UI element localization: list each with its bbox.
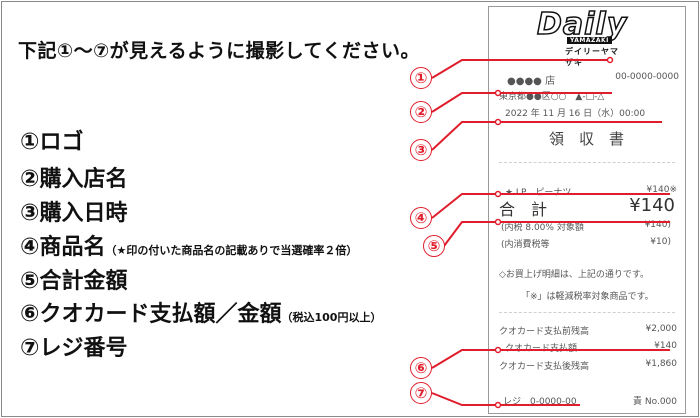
- store-name: ●●●● 店: [507, 76, 556, 87]
- register-number: レジ 0-0000-00: [503, 397, 577, 407]
- item-product-name: ④商品名（★印の付いた商品名の記載ありで当選確率２倍）: [20, 229, 357, 261]
- item-label: 商品名: [39, 235, 106, 260]
- store-logo: Daily YAMAZAKI デイリーヤマザキ: [536, 6, 627, 67]
- callout-badge-5: ⑤: [423, 235, 445, 257]
- item-label: ロゴ: [39, 130, 84, 155]
- tax-target-label: (内税 8.00% 対象額: [501, 223, 584, 233]
- divider: [499, 312, 675, 313]
- item-quocard-payment: ⑥クオカード支払額／金額（税込100円以上）: [20, 296, 381, 328]
- item-total: ⑤合計金額: [20, 263, 128, 295]
- total-value: ¥140: [629, 195, 675, 216]
- tax-target-value: ¥140): [644, 220, 671, 230]
- consumption-tax-label: (内消費税等: [501, 240, 550, 250]
- quocard-paid-label: クオカード支払額: [505, 344, 578, 354]
- item-number: ⑦: [20, 335, 40, 361]
- responsible-number: 責 No.000: [633, 397, 677, 407]
- receipt-title: 領 収 書: [549, 130, 625, 148]
- callout-badge-4: ④: [410, 207, 432, 229]
- quocard-after-value: ¥1,860: [645, 359, 678, 369]
- item-number: ②: [20, 166, 40, 192]
- callout-badge-3: ③: [410, 139, 432, 161]
- callout-badge-2: ②: [410, 101, 432, 123]
- item-number: ⑤: [20, 268, 40, 294]
- store-phone: 00-0000-0000: [615, 72, 679, 82]
- purchase-datetime: 2022 年 11 月 16 日（水）00:00: [505, 109, 646, 119]
- item-number: ④: [20, 234, 40, 260]
- callout-badge-7: ⑦: [410, 382, 432, 404]
- item-label: 購入日時: [39, 201, 128, 226]
- callout-badge-6: ⑥: [410, 357, 432, 379]
- quocard-before-value: ¥2,000: [645, 324, 678, 334]
- quocard-paid-value: ¥140: [654, 341, 677, 351]
- logo-sub-text: YAMAZAKI: [567, 37, 612, 44]
- receipt-note: ◇お買上げ明細は、上記の通りです。: [499, 270, 650, 280]
- logo-kana-text: デイリーヤマザキ: [565, 47, 619, 67]
- item-note: （税込100円以上）: [281, 311, 382, 324]
- product-price: ¥140※: [646, 185, 677, 195]
- quocard-after-label: クオカード支払後残高: [499, 362, 590, 372]
- quocard-before-label: クオカード支払前残高: [499, 327, 590, 337]
- item-label: 合計金額: [39, 269, 128, 294]
- item-number: ⑥: [20, 301, 40, 327]
- instruction-text: 下記①〜⑦が見えるように撮影してください。: [18, 40, 420, 62]
- item-register: ⑦レジ番号: [20, 330, 128, 362]
- item-label: レジ番号: [39, 336, 128, 361]
- callout-badge-1: ①: [410, 67, 432, 89]
- item-store-name: ②購入店名: [20, 161, 128, 193]
- logo-main-text: Daily: [536, 6, 628, 43]
- item-label: 購入店名: [39, 167, 128, 192]
- consumption-tax-value: ¥10): [650, 237, 671, 247]
- item-label: クオカード支払額／金額: [39, 302, 282, 327]
- divider: [499, 162, 675, 163]
- item-number: ①: [20, 129, 40, 155]
- item-datetime: ③購入日時: [20, 195, 128, 227]
- item-note: （★印の付いた商品名の記載ありで当選確率２倍）: [105, 244, 358, 257]
- reduced-tax-note: 「※」は軽減税率対象商品です。: [521, 292, 654, 302]
- store-address: 東京都●●区○○ ▲-□-△: [499, 92, 605, 102]
- receipt-sample: Daily YAMAZAKI デイリーヤマザキ ●●●● 店 00-0000-0…: [488, 6, 686, 414]
- total-label: 合 計: [499, 200, 548, 219]
- item-logo: ①ロゴ: [20, 124, 84, 156]
- item-number: ③: [20, 200, 40, 226]
